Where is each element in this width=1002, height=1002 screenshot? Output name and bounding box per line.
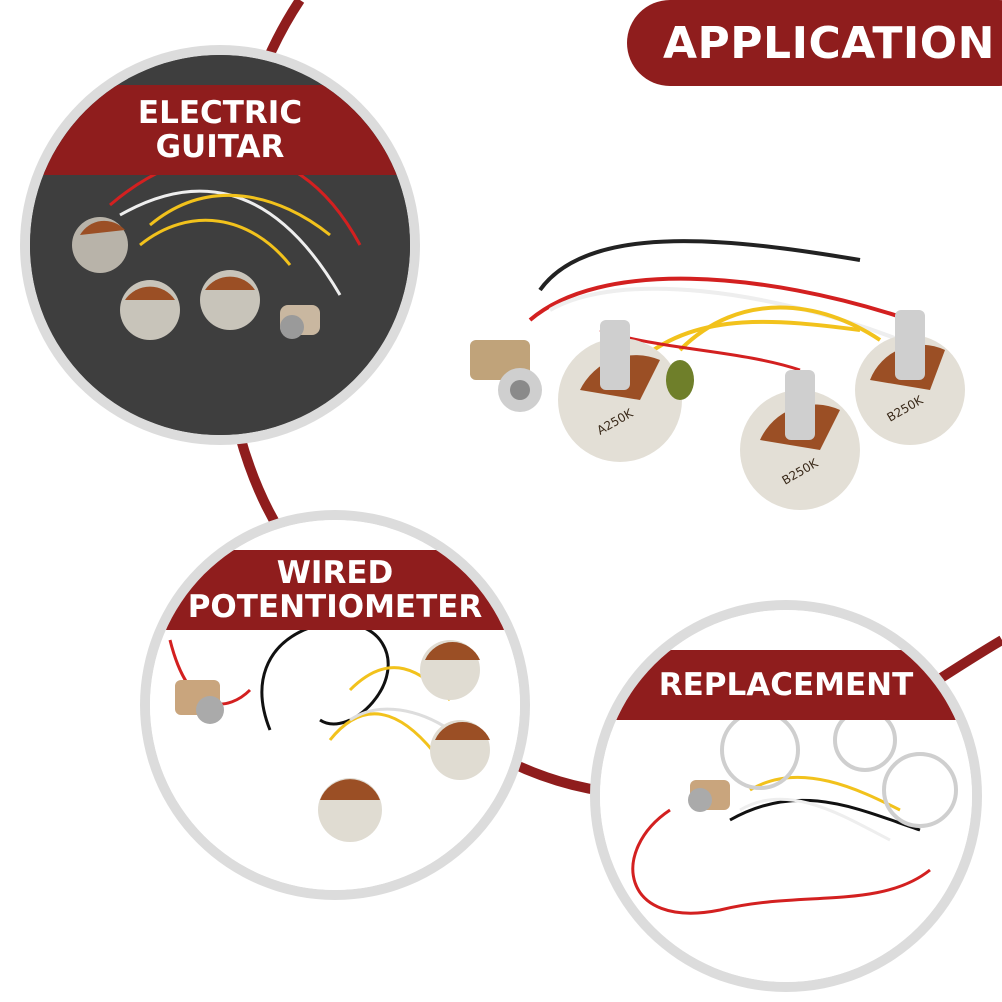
potentiometer-icon: B250K — [740, 370, 860, 510]
replacement-line1: REPLACEMENT — [658, 667, 914, 703]
wired-potentiometer-circle: WIRED POTENTIOMETER — [150, 520, 520, 890]
wired-potentiometer-line2: POTENTIOMETER — [187, 589, 483, 625]
potentiometer-icon: B250K — [855, 310, 965, 445]
replacement-band: REPLACEMENT — [600, 650, 972, 720]
electric-guitar-circle: ELECTRIC GUITAR — [30, 55, 410, 435]
jack-icon — [470, 340, 542, 412]
electric-guitar-line2: GUITAR — [155, 129, 285, 165]
electric-guitar-band: ELECTRIC GUITAR — [30, 85, 410, 175]
electric-guitar-line1: ELECTRIC — [137, 95, 303, 131]
replacement-circle: REPLACEMENT — [600, 610, 972, 982]
product-image: A250K B250K B250K — [470, 239, 965, 510]
application-badge: APPLICATION — [627, 0, 1002, 86]
wired-potentiometer-line1: WIRED — [276, 555, 394, 591]
wired-potentiometer-band: WIRED POTENTIOMETER — [150, 550, 520, 630]
potentiometer-icon: A250K — [558, 320, 682, 462]
capacitor-icon — [666, 360, 694, 400]
application-title: APPLICATION — [663, 17, 995, 69]
